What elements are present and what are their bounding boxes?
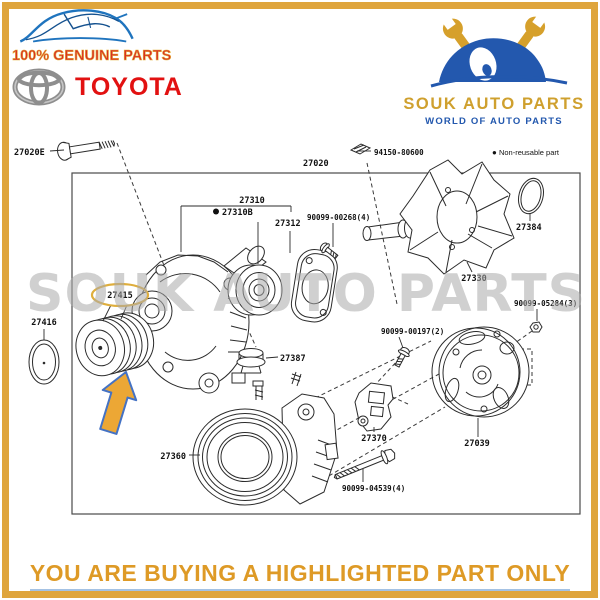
non-reusable-bullet-icon: ● xyxy=(492,148,497,157)
part-label-90099-04539: 90099-04539(4) xyxy=(342,484,405,493)
clip-94150-drawing xyxy=(349,143,372,155)
part-label-27384: 27384 xyxy=(516,223,542,233)
store-swoosh xyxy=(430,75,568,88)
retainer-plate-drawing xyxy=(290,248,338,323)
genuine-parts-text: 100% GENUINE PARTS xyxy=(12,48,172,65)
part-label-27310: 27310 xyxy=(239,196,265,206)
store-name: SOUK AUTO PARTS xyxy=(403,95,585,113)
part-label-90099-00268: 90099-00268(4) xyxy=(307,213,370,222)
header-left: 100% GENUINE PARTS TOYOTA xyxy=(12,5,197,108)
diagram-box xyxy=(71,172,581,515)
part-label-27415: 27415 xyxy=(107,291,133,301)
bolt-00268-drawing xyxy=(319,242,339,260)
insulator-drawing xyxy=(236,348,266,374)
part-label-27360: 27360 xyxy=(160,452,186,462)
part-label-27387: 27387 xyxy=(280,354,306,364)
brand-row: TOYOTA xyxy=(12,66,197,108)
rear-cover-drawing xyxy=(431,326,530,418)
part-label-90099-00197: 90099-00197(2) xyxy=(381,327,444,336)
rotor-drawing xyxy=(362,159,515,275)
part-label-27039: 27039 xyxy=(464,439,490,449)
toyota-logo-icon xyxy=(12,68,66,106)
pulley-plate-drawing xyxy=(28,339,60,385)
stator-drawing xyxy=(192,371,339,506)
store-logo-icon xyxy=(430,11,568,88)
regulator-drawing xyxy=(354,382,394,432)
non-reusable-label: Non-reusable part xyxy=(498,148,559,157)
header-right: SOUK AUTO PARTS WORLD OF AUTO PARTS xyxy=(398,4,590,127)
part-label-27370: 27370 xyxy=(361,434,387,444)
part-label-27310b: 27310B xyxy=(222,208,253,218)
store-tagline: WORLD OF AUTO PARTS xyxy=(425,116,563,127)
part-label-27312: 27312 xyxy=(275,219,301,229)
footer-message: YOU ARE BUYING A HIGHLIGHTED PART ONLY xyxy=(29,560,571,586)
non-reusable-bullet-icon xyxy=(213,208,219,215)
part-label-27020e: 27020E xyxy=(14,148,45,158)
part-label-94150: 94150-80600 xyxy=(374,148,424,157)
bolt-00197-drawing xyxy=(394,346,410,368)
bolt-27020e-drawing xyxy=(57,140,115,161)
pulley-drawing xyxy=(75,312,155,377)
footer-underline xyxy=(30,589,570,591)
car-silhouette-icon xyxy=(19,9,134,43)
leader-lines xyxy=(43,149,538,482)
part-label-90099-05284: 90099-05284(3) xyxy=(514,299,577,308)
part-label-27020: 27020 xyxy=(303,159,329,169)
nut-05284-drawing xyxy=(529,321,543,333)
oring-drawing xyxy=(518,177,544,215)
highlight-ellipse xyxy=(90,282,150,308)
toyota-wordmark: TOYOTA xyxy=(75,72,183,101)
legend-non-reusable: ● Non-reusable part xyxy=(492,148,559,157)
part-label-27330: 27330 xyxy=(461,274,487,284)
bearing-drawing xyxy=(227,264,283,316)
part-label-27416: 27416 xyxy=(31,318,57,328)
bolt-04539-drawing xyxy=(333,448,396,480)
